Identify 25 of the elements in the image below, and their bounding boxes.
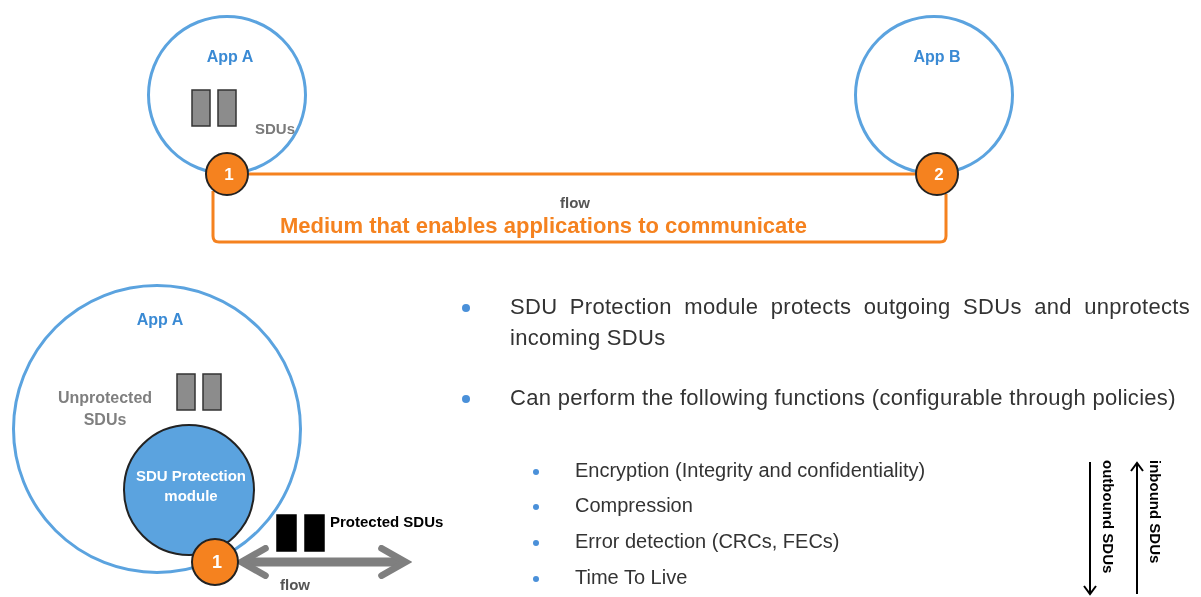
node-label: 2 <box>933 165 945 185</box>
node-label: SDU Protection module <box>135 466 247 507</box>
text-label: flow <box>560 194 590 211</box>
text-label: Protected SDUs <box>330 513 444 530</box>
node-label: SDUs <box>254 120 296 137</box>
text-label: Medium that enables applications to communicate <box>280 213 807 239</box>
bullet-text: Encryption (Integrity and confidentiality) <box>575 459 926 482</box>
port-circle <box>191 538 239 586</box>
text-label: flow <box>280 576 310 593</box>
bullet-text: SDU Protection module protects outgoing SDUs and unprotects incoming SDUs <box>510 293 1190 352</box>
node-label: 1 <box>223 165 235 185</box>
node-label: App B <box>912 48 962 66</box>
bullet-text: Time To Live <box>575 566 688 589</box>
connector-line <box>211 190 948 244</box>
vertical-label: inbound SDUs <box>1147 460 1164 564</box>
node-label: App A <box>135 311 185 329</box>
connector-line <box>238 545 409 579</box>
node-label: Unprotected SDUs <box>56 388 154 430</box>
node-label: 1 <box>211 552 223 573</box>
connector-line <box>249 172 915 176</box>
bullet-text: Error detection (CRCs, FECs) <box>575 530 840 553</box>
vertical-label: outbound SDUs <box>1100 460 1117 574</box>
bullet-text: Can perform the following functions (configurable through policies) <box>510 384 1177 412</box>
node-label: App A <box>205 48 255 66</box>
bullet-text: Compression <box>575 494 693 517</box>
